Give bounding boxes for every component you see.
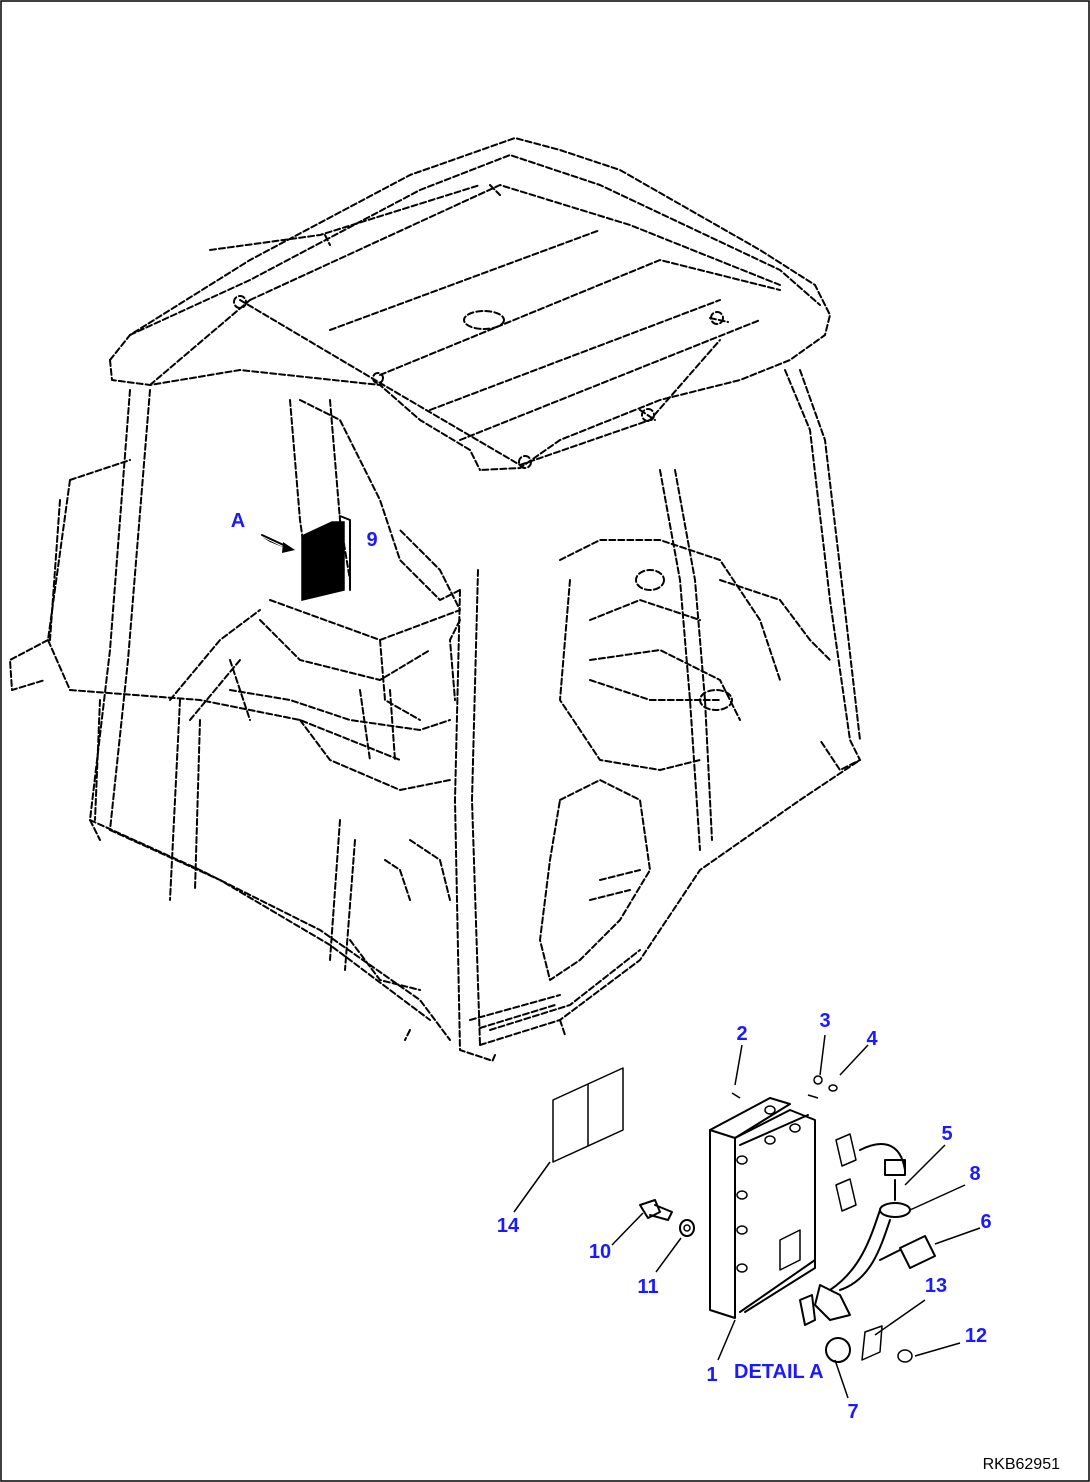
label-sticker-14	[552, 1067, 624, 1163]
callout-4: 4	[866, 1028, 878, 1050]
detail-a-label: DETAIL A	[734, 1361, 824, 1383]
cab-frame	[9, 369, 861, 1063]
cab-interior	[169, 399, 831, 991]
callout-10: 10	[589, 1241, 611, 1263]
callout-6: 6	[980, 1211, 991, 1233]
callout-13: 13	[925, 1275, 947, 1297]
callout-12: 12	[965, 1325, 987, 1347]
callouts: A 9 2 3 4 5 8 6 13 12 7 1 DETAIL A 10 11…	[231, 510, 992, 1423]
callout-11: 11	[637, 1276, 658, 1298]
callout-7: 7	[847, 1401, 858, 1423]
callout-9: 9	[366, 529, 377, 551]
drawing-number: RKB62951	[983, 1456, 1060, 1473]
controller-location	[261, 515, 351, 601]
callout-14: 14	[497, 1215, 520, 1237]
callout-8: 8	[969, 1163, 980, 1185]
controller-unit	[709, 1075, 838, 1319]
callout-3: 3	[819, 1010, 830, 1032]
callout-2: 2	[736, 1023, 747, 1045]
cab-roof	[109, 137, 831, 471]
wiring-harness	[799, 1133, 936, 1363]
callout-1: 1	[706, 1364, 717, 1386]
callout-5: 5	[941, 1123, 952, 1145]
bolt-and-washer	[639, 1199, 695, 1237]
leader-lines	[513, 1034, 981, 1399]
view-marker-a: A	[231, 510, 245, 532]
